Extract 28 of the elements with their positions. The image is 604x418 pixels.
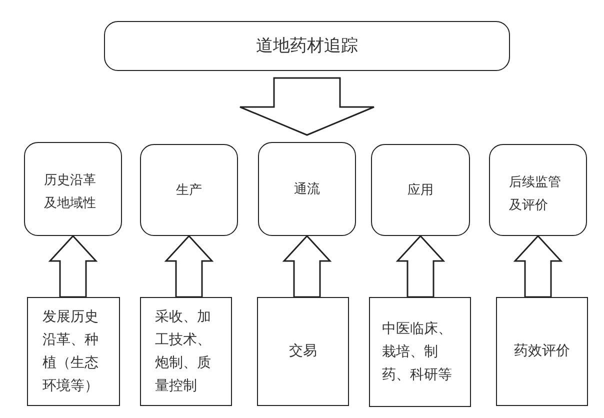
process-box bbox=[24, 142, 122, 236]
process-box bbox=[369, 297, 471, 407]
block-arrow bbox=[282, 234, 332, 298]
process-box bbox=[258, 142, 356, 236]
block-arrow bbox=[48, 234, 98, 298]
process-box bbox=[104, 21, 510, 71]
block-arrow bbox=[239, 77, 375, 136]
box-text: 采收、加工技术、炮制、质量控制 bbox=[155, 308, 212, 396]
box-text: 应用 bbox=[406, 182, 434, 200]
box-text: 通流 bbox=[293, 180, 321, 198]
process-box bbox=[140, 144, 238, 236]
process-box bbox=[371, 144, 470, 236]
process-box bbox=[496, 297, 588, 406]
process-box bbox=[27, 297, 120, 406]
box-text: 后续监管及评价 bbox=[509, 174, 562, 215]
box-text: 交易 bbox=[288, 342, 318, 361]
process-box bbox=[489, 144, 587, 236]
box-text: 生产 bbox=[175, 182, 203, 200]
process-box bbox=[257, 297, 349, 406]
block-arrow bbox=[513, 234, 563, 298]
box-text: 道地药材追踪 bbox=[255, 35, 359, 57]
block-arrow bbox=[164, 234, 214, 298]
box-text: 药效评价 bbox=[513, 342, 571, 361]
box-text: 历史沿革及地域性 bbox=[44, 172, 97, 213]
box-text: 发展历史沿革、种植（生态环境等） bbox=[42, 308, 100, 396]
block-arrow bbox=[396, 234, 446, 298]
process-box bbox=[140, 297, 232, 406]
box-text: 中医临床、栽培、制药、科研等 bbox=[382, 320, 453, 384]
